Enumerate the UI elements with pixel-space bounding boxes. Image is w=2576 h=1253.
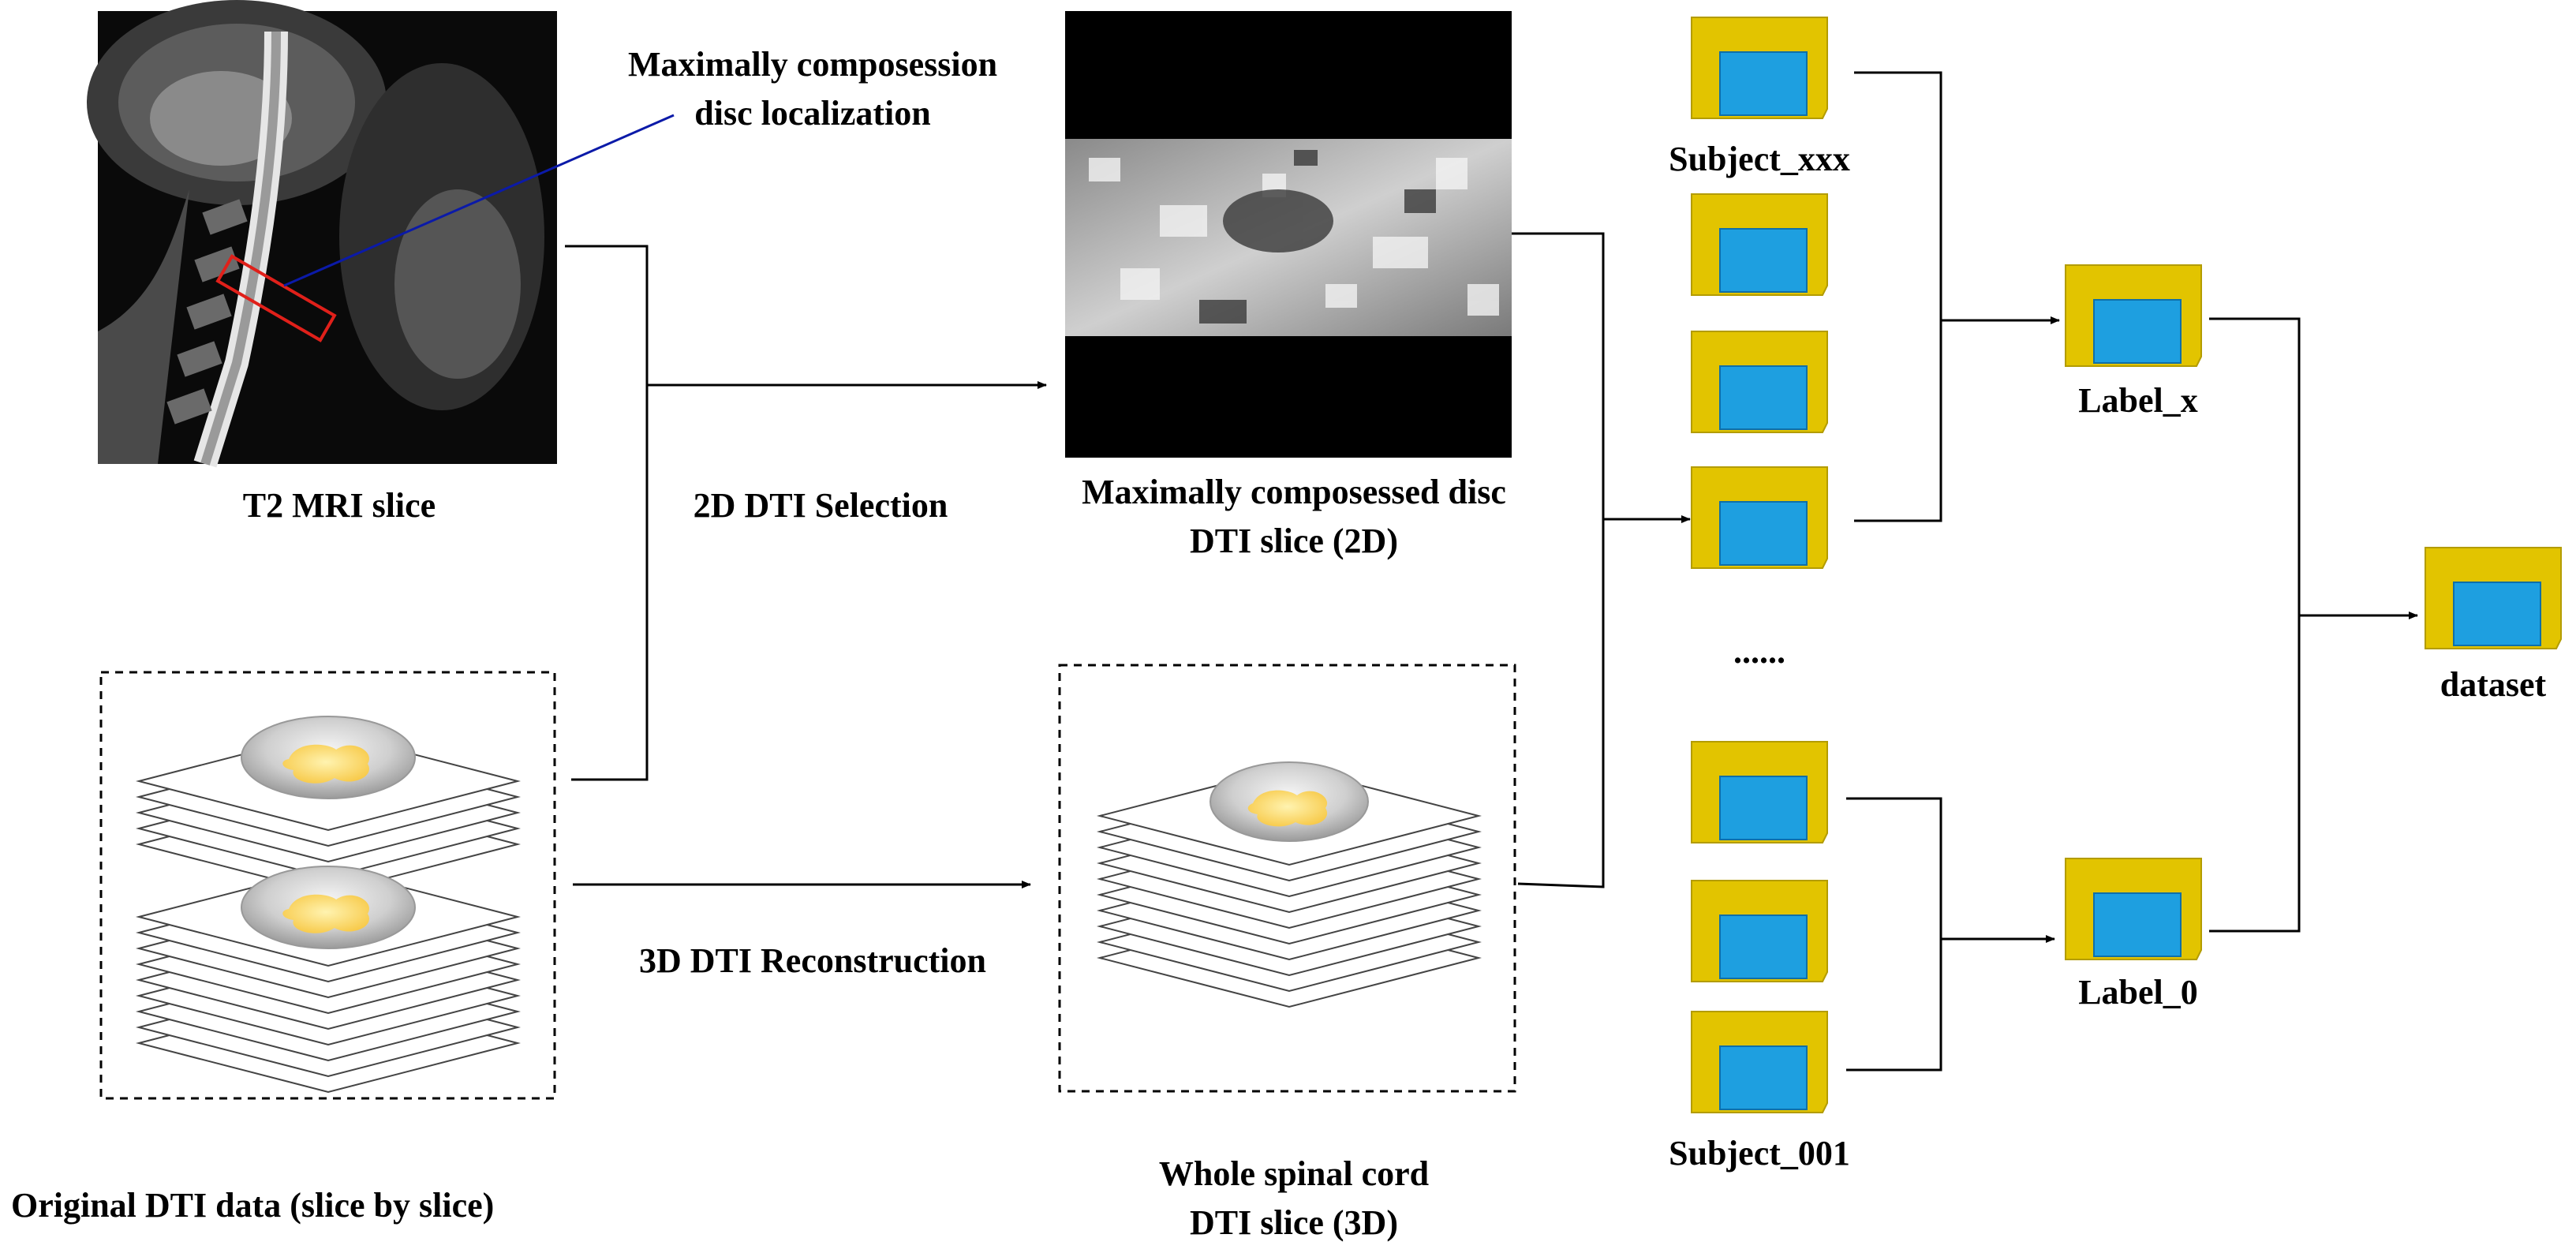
reconstruction-label: 3D DTI Reconstruction — [639, 941, 986, 980]
folder-icon — [1691, 17, 1828, 119]
dti-2d-label-line1: Maximally composessed disc — [1082, 473, 1506, 511]
label-0-label: Label_0 — [2078, 973, 2198, 1012]
callout-label-line1: Maximally composession — [627, 45, 998, 84]
callout-label-line2: disc localization — [694, 94, 931, 133]
whole-cord-stack — [1058, 664, 1516, 1093]
dti-2d-label-line2: DTI slice (2D) — [1190, 522, 1398, 560]
roi-box — [215, 254, 337, 342]
dataset-label: dataset — [2440, 665, 2547, 704]
t2-mri-label: T2 MRI slice — [242, 486, 436, 525]
callout-line — [283, 114, 675, 287]
t2-mri-image — [87, 0, 557, 468]
label-0-folder-icon — [2065, 858, 2202, 960]
subject-bottom-label: Subject_001 — [1669, 1134, 1850, 1173]
ellipsis-label: ...... — [1733, 632, 1785, 671]
folder-icon — [1691, 466, 1828, 569]
label-x-label: Label_x — [2078, 381, 2198, 420]
folder-icon — [1691, 331, 1828, 433]
dataset-folder-icon — [2425, 547, 2562, 649]
folder-icon — [1691, 1011, 1828, 1113]
folder-icon — [1691, 193, 1828, 296]
selection-label: 2D DTI Selection — [693, 486, 948, 525]
original-dti-stack — [99, 671, 556, 1100]
whole-cord-label-line1: Whole spinal cord — [1158, 1154, 1430, 1193]
folder-icon — [1691, 741, 1828, 843]
folder-icon — [1691, 880, 1828, 982]
whole-cord-label-line2: DTI slice (3D) — [1190, 1203, 1398, 1242]
dti-2d-image — [1065, 11, 1512, 458]
connectors — [565, 71, 2418, 1072]
label-x-folder-icon — [2065, 264, 2202, 367]
subject-folders — [1691, 17, 1828, 1113]
subject-top-label: Subject_xxx — [1669, 140, 1850, 178]
original-label: Original DTI data (slice by slice) — [11, 1186, 495, 1225]
